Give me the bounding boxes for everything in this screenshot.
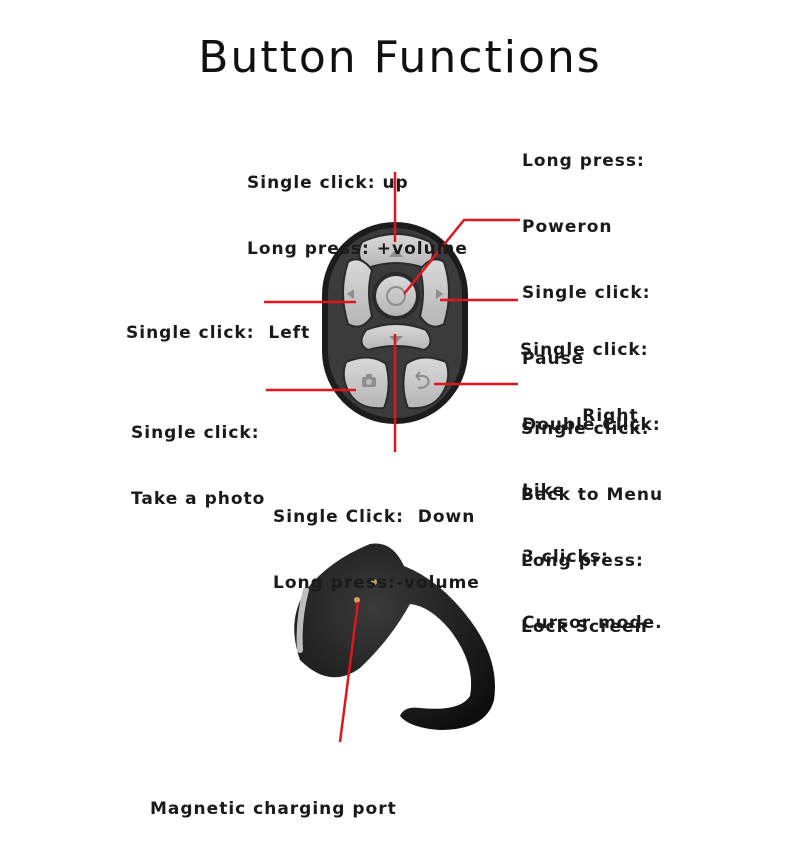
down-button-label: Single Click: Down Long press:-volume	[273, 507, 480, 593]
back-arrow-icon	[415, 371, 430, 389]
circle-icon	[386, 286, 406, 306]
remote-illustration	[264, 172, 520, 743]
callout-lines	[264, 172, 520, 743]
page-title: Button Functions	[198, 32, 602, 83]
center-button-label: Long press: Poweron Single click: Pause …	[522, 151, 663, 633]
charging-pin	[371, 579, 377, 585]
right-button	[418, 258, 450, 328]
photo-button-label: Single click: Take a photo	[131, 423, 266, 509]
triangle-left-icon	[347, 289, 354, 299]
ring-illustration	[294, 543, 495, 730]
camera-icon	[362, 374, 376, 387]
triangle-up-icon	[389, 249, 403, 257]
charging-port-label: Magnetic charging port	[150, 799, 397, 819]
triangle-right-icon	[436, 289, 443, 299]
right-button-label: Single click: Right	[520, 340, 649, 426]
up-button-label: Single click: up Long press: +volume	[247, 173, 468, 259]
back-button-label: Single click: Back to Menu Long press: L…	[521, 419, 664, 637]
charging-pin	[354, 597, 360, 603]
left-button-label: Single click: Left	[126, 323, 311, 343]
